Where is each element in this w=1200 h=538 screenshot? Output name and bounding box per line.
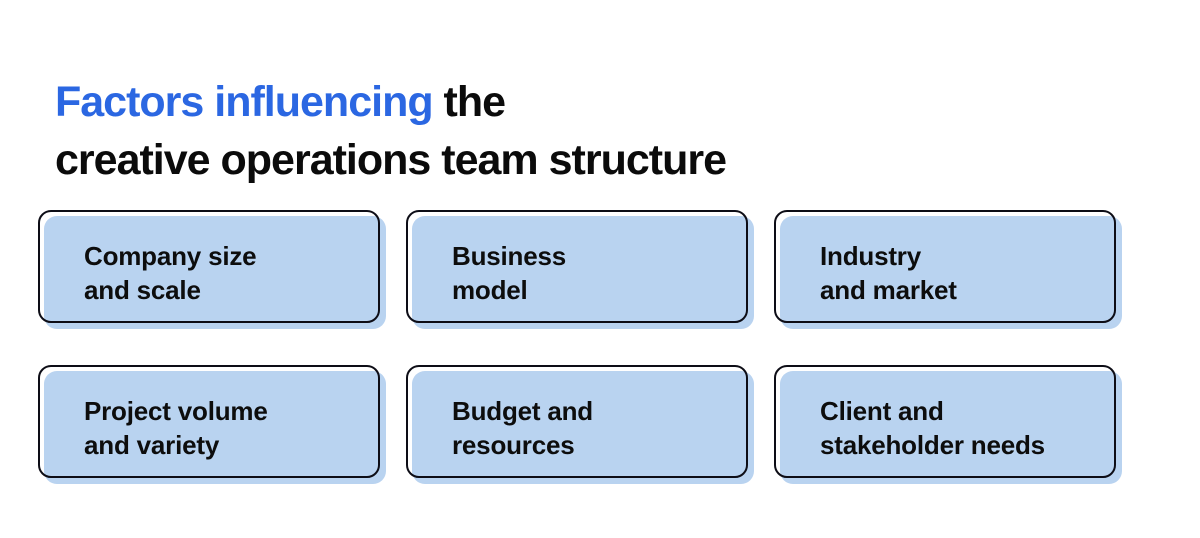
page-title: Factors influencing the creative operatio… bbox=[55, 73, 727, 189]
card-label: Business model bbox=[452, 240, 567, 305]
card-label: Company size and scale bbox=[84, 240, 257, 305]
card-project-volume: Project volume and variety bbox=[38, 365, 386, 484]
card-outline bbox=[406, 210, 748, 323]
page-title-accent: Factors influencing bbox=[55, 77, 434, 126]
card-outline bbox=[38, 210, 380, 323]
card-fill: Business model bbox=[412, 216, 754, 329]
card-fill: Budget and resources bbox=[412, 371, 754, 484]
card-fill: Company size and scale bbox=[44, 216, 386, 329]
card-fill: Project volume and variety bbox=[44, 371, 386, 484]
factors-grid: Company size and scale Business model In… bbox=[38, 210, 1122, 484]
card-company-size: Company size and scale bbox=[38, 210, 386, 329]
card-label: Industry and market bbox=[820, 240, 957, 305]
page-title-line2: creative operations team structure bbox=[55, 135, 727, 184]
card-fill: Client and stakeholder needs bbox=[780, 371, 1122, 484]
card-label: Client and stakeholder needs bbox=[820, 395, 1045, 460]
card-label: Budget and resources bbox=[452, 395, 593, 460]
card-fill: Industry and market bbox=[780, 216, 1122, 329]
card-label: Project volume and variety bbox=[84, 395, 268, 460]
card-outline bbox=[406, 365, 748, 478]
page-title-rest: the bbox=[432, 77, 507, 126]
card-business-model: Business model bbox=[406, 210, 754, 329]
card-industry-market: Industry and market bbox=[774, 210, 1122, 329]
card-client-stakeholder: Client and stakeholder needs bbox=[774, 365, 1122, 484]
card-outline bbox=[38, 365, 380, 478]
card-outline bbox=[774, 210, 1116, 323]
card-budget-resources: Budget and resources bbox=[406, 365, 754, 484]
card-outline bbox=[774, 365, 1116, 478]
